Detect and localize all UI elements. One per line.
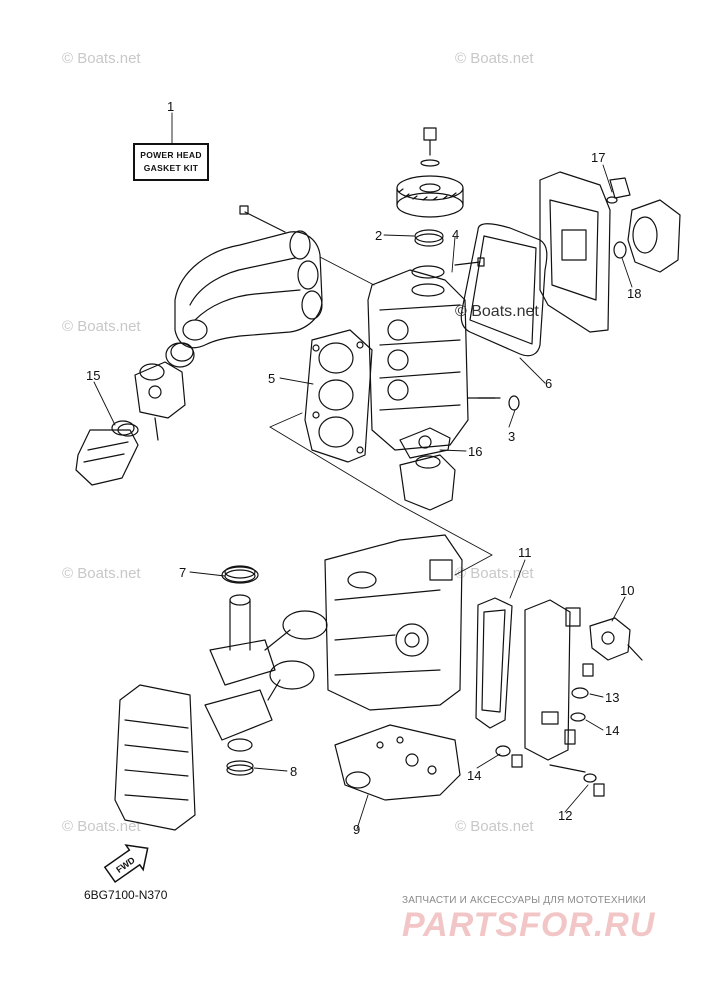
callout-label: 5 (268, 371, 275, 386)
crankcase-part (114, 684, 196, 831)
callout-label: 17 (591, 150, 605, 165)
callout-label: 2 (375, 228, 382, 243)
kit-label-line2: GASKET KIT (143, 163, 199, 173)
cam-pulley-part (396, 127, 464, 218)
oil-seal-part (224, 565, 256, 776)
cylinder-block-part (324, 534, 463, 711)
right-cover-part (495, 599, 605, 797)
callout-label: 4 (452, 227, 459, 242)
callout-label: 15 (86, 368, 100, 383)
watermark: © Boats.net (62, 50, 141, 67)
intake-manifold-part (174, 205, 323, 349)
callout-label: 12 (558, 808, 572, 823)
watermark: © Boats.net (62, 818, 141, 835)
watermark: © Boats.net (455, 818, 534, 835)
brand-logo: PARTSFOR.RU (402, 906, 656, 944)
callout-label: 10 (620, 583, 634, 598)
callout-label: 14 (605, 723, 619, 738)
callout-label: 3 (508, 429, 515, 444)
callout-label: 8 (290, 764, 297, 779)
thermostat-housing-part (606, 177, 681, 273)
callouts: 1 2 3 4 5 6 7 8 9 10 11 12 13 14 14 15 1… (86, 99, 641, 837)
callout-label: 1 (167, 99, 174, 114)
callout-label: 16 (468, 444, 482, 459)
brand-subtitle: ЗАПЧАСТИ И АКСЕССУАРЫ ДЛЯ МОТОТЕХНИКИ (402, 895, 647, 906)
callout-label: 18 (627, 286, 641, 301)
head-gasket-part (304, 329, 373, 463)
watermark: © Boats.net (62, 318, 141, 335)
watermark: © Boats.net (62, 565, 141, 582)
bolt-part (454, 257, 520, 411)
callout-label: 14 (467, 768, 481, 783)
watermark: © Boats.net (455, 303, 539, 320)
callout-label: 11 (518, 545, 532, 560)
callout-label: 7 (179, 565, 186, 580)
kit-label-line1: POWER HEAD (140, 150, 202, 160)
head-cover-gasket-part (460, 223, 548, 357)
exhaust-cover-part (399, 427, 456, 511)
callout-label: 9 (353, 822, 360, 837)
anode-cover-part (589, 617, 643, 661)
watermark: © Boats.net (455, 50, 534, 67)
silencer-cover-part (75, 429, 139, 486)
catalog-code: 6BG7100-N370 (84, 888, 168, 902)
callout-label: 6 (545, 376, 552, 391)
fwd-arrow-icon: FWD (103, 844, 149, 884)
gasket-9-part (334, 724, 461, 801)
cylinder-head-part (367, 265, 496, 451)
cylinder-head-cover-part (539, 171, 611, 333)
gasket-11-part (475, 597, 513, 729)
throttle-body-part (117, 342, 195, 441)
watermark: © Boats.net (455, 565, 534, 582)
crankshaft-assembly-part (204, 566, 328, 752)
callout-label: 13 (605, 690, 619, 705)
gasket-kit-label: POWER HEAD GASKET KIT (133, 143, 209, 181)
